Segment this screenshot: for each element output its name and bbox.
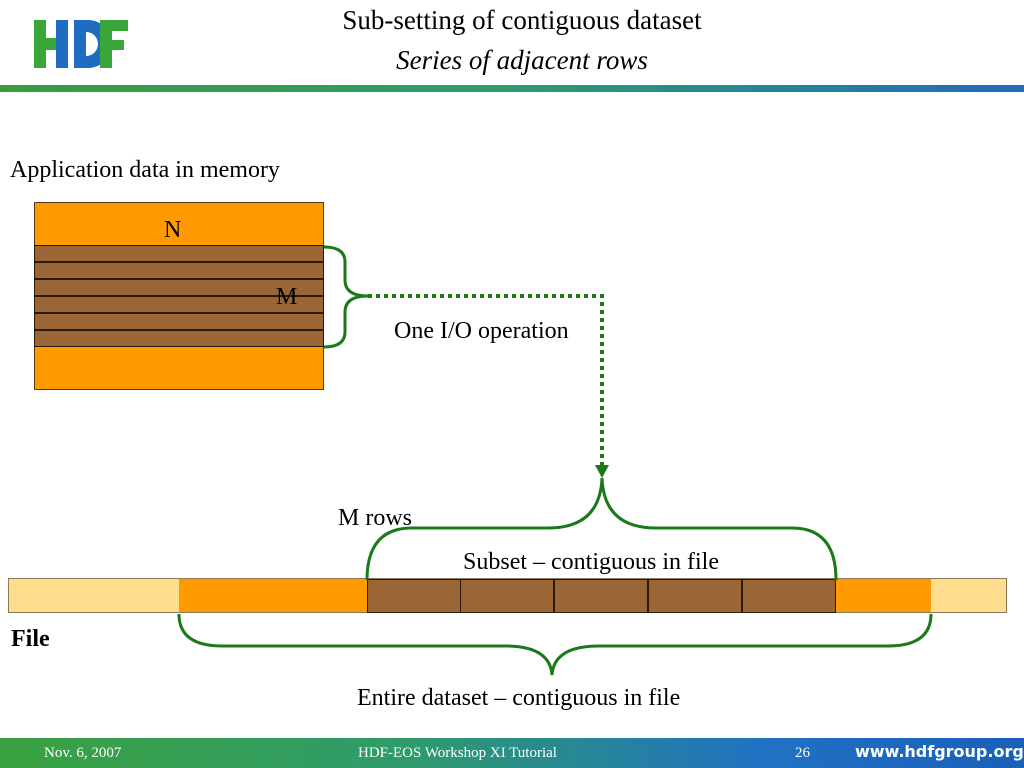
io-connector-line (368, 294, 604, 466)
subset-label: Subset – contiguous in file (463, 549, 719, 575)
memory-row (34, 279, 324, 296)
file-label: File (11, 626, 50, 652)
io-operation-label: One I/O operation (394, 318, 569, 344)
slide-title: Sub-setting of contiguous dataset (342, 5, 702, 35)
memory-row (34, 262, 324, 279)
memory-label: Application data in memory (10, 157, 280, 183)
dataset-brace (177, 613, 933, 676)
footer-event: HDF-EOS Workshop XI Tutorial (358, 745, 557, 761)
subset-row (460, 579, 554, 613)
m-label: M (276, 284, 298, 310)
hdf-logo (34, 20, 128, 68)
subset-row (648, 579, 742, 613)
footer-page-number: 26 (795, 745, 810, 761)
footer-date: Nov. 6, 2007 (44, 745, 122, 761)
subset-row (367, 579, 461, 613)
dataset-label: Entire dataset – contiguous in file (357, 685, 681, 711)
io-arrowhead (595, 465, 609, 478)
memory-row (34, 245, 324, 262)
memory-row (34, 313, 324, 330)
subset-row (554, 579, 648, 613)
subset-row (742, 579, 836, 613)
m-rows-label: M rows (338, 505, 413, 531)
memory-row (34, 330, 324, 347)
footer-url: www.hdfgroup.org (855, 742, 1024, 761)
slide-subtitle: Series of adjacent rows (396, 45, 648, 75)
footer-bar (0, 738, 1024, 768)
n-label: N (164, 217, 182, 243)
subset-brace (365, 477, 838, 581)
memory-brace (323, 245, 369, 349)
header-divider (0, 85, 1024, 92)
memory-row (34, 296, 324, 313)
